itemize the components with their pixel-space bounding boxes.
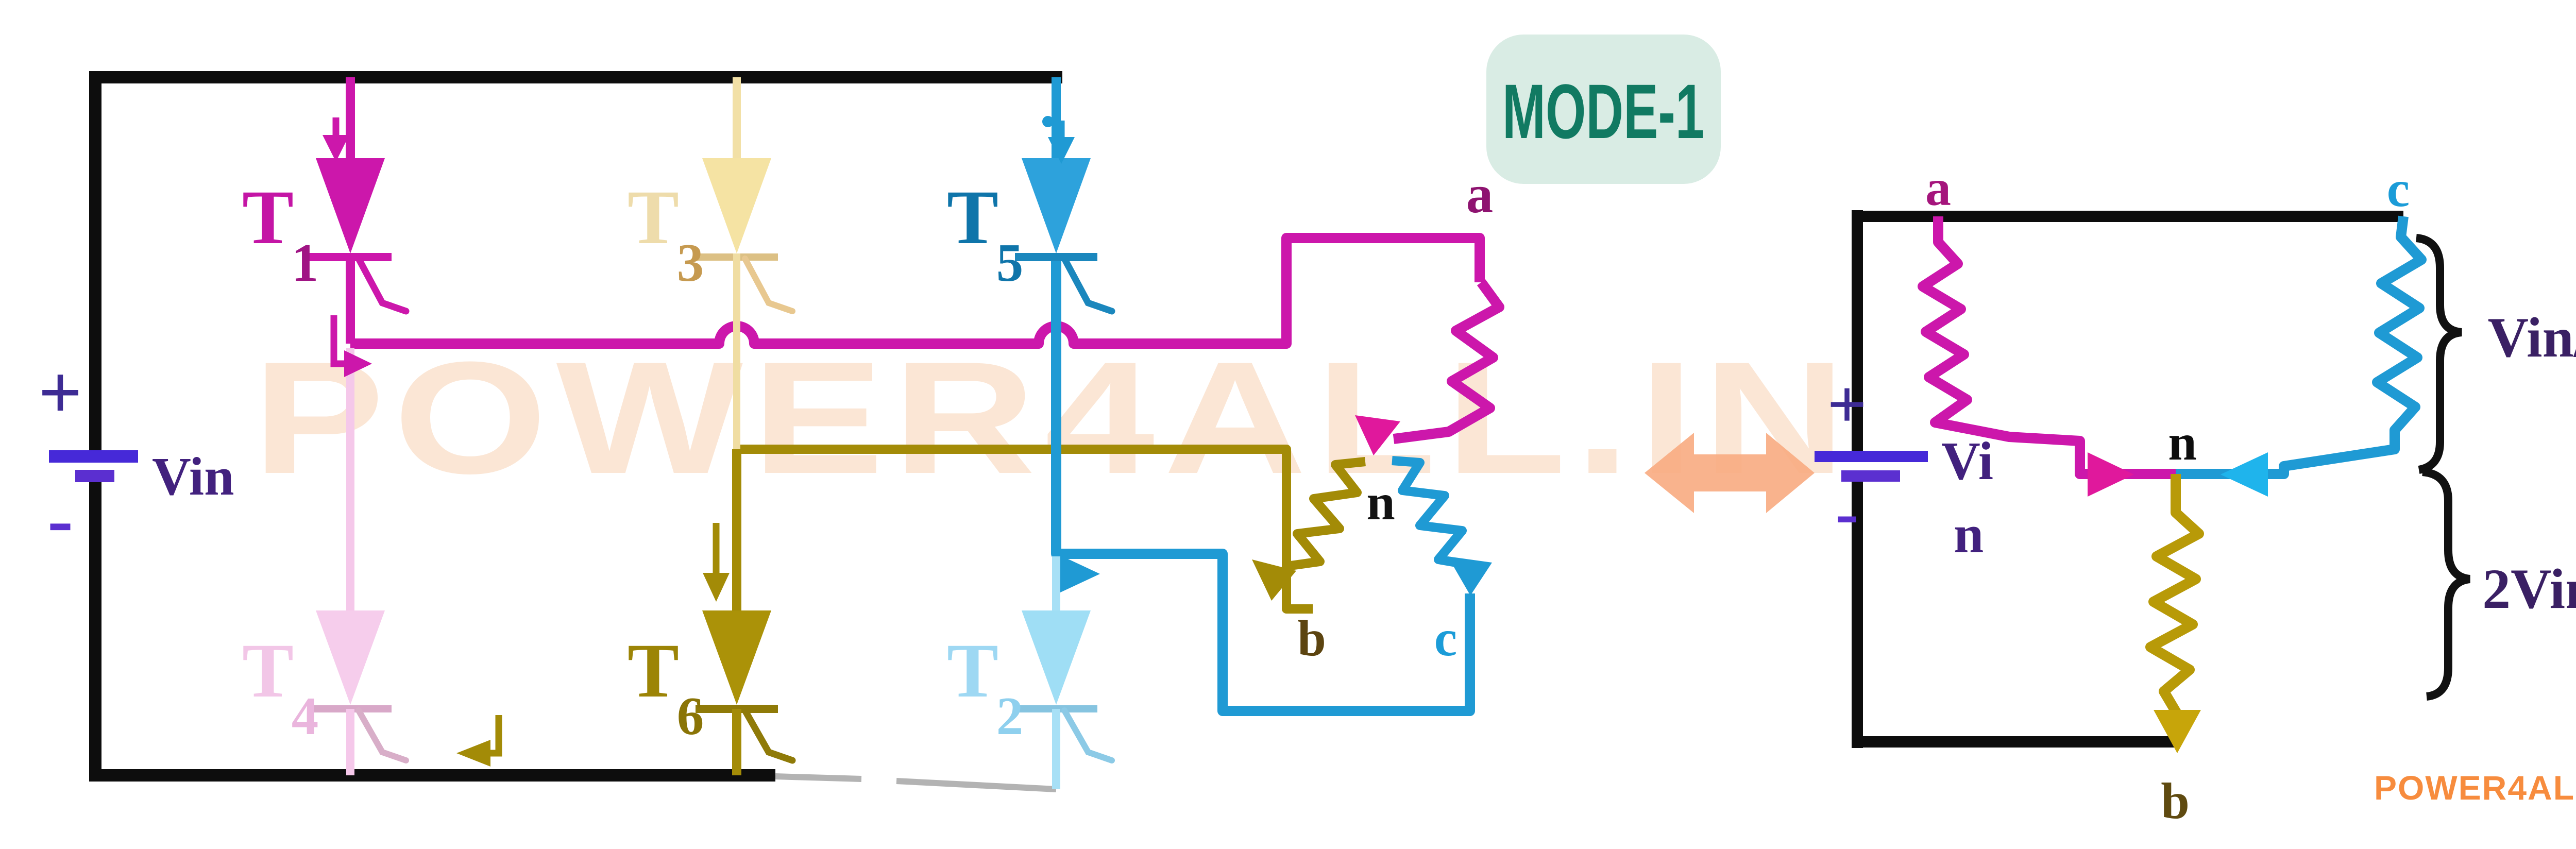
t3-triangle [702, 158, 771, 253]
t6-in-arrow-icon [703, 573, 730, 602]
t6-gate-lead [741, 707, 796, 764]
equiv-node-b-label: b [2161, 772, 2190, 829]
t6-label: T [628, 628, 679, 714]
equiv-node-n-label: n [2168, 414, 2197, 471]
t1-out-arrow-icon [344, 350, 372, 377]
battery-vin: + - Vin [38, 350, 234, 562]
t1-label: T [242, 175, 294, 260]
phase-c-route-wire [1051, 253, 1475, 716]
t2-label-sub: 2 [996, 686, 1024, 746]
2vin3-value-label: 2Vin/3 [2482, 557, 2576, 620]
node-c-label: c [1434, 609, 1457, 667]
bottom-return-arrow-icon [456, 740, 490, 767]
t2-label: T [947, 628, 998, 714]
2vin3-brace [2422, 468, 2471, 701]
battery-plus-label: + [38, 350, 82, 435]
vin3-brace [2415, 234, 2463, 474]
t1-out-arrow-stem [330, 315, 348, 367]
node-a-label: a [1466, 164, 1494, 224]
load-b-current-arrowhead [1252, 559, 1296, 601]
load-c-current-arrowhead [1448, 556, 1492, 596]
load-b-resistor [1290, 457, 1366, 570]
t2-gate-lead [1061, 707, 1115, 763]
t5-label: T [947, 175, 998, 260]
equiv-c-arrow-icon [2221, 452, 2268, 497]
phase-a-bus-wire [350, 233, 1485, 349]
t5-triangle [1022, 158, 1091, 253]
thyristor-t6-symbol [696, 449, 796, 775]
t1-in-arrow-icon [323, 135, 349, 162]
current-arrows [323, 116, 1100, 767]
load-a-resistor [1393, 279, 1504, 444]
t5-in-arrow-icon [1048, 137, 1075, 164]
equiv-a-resistor [1918, 216, 2176, 479]
equiv-c-resistor [2176, 215, 2427, 479]
t3-gate-lead [742, 256, 795, 314]
t5-gate-lead [1061, 255, 1115, 315]
t1-triangle [316, 158, 385, 253]
t4-label: T [242, 628, 294, 714]
equiv-b-arrow-icon [2154, 710, 2201, 753]
equiv-node-a-label: a [1925, 159, 1951, 216]
t5-label-sub: 5 [996, 232, 1024, 293]
equiv-b-resistor [2145, 474, 2204, 717]
t3-label-sub: 3 [677, 232, 704, 293]
thyristor-t4-symbol [309, 348, 409, 775]
node-n-label: n [1366, 473, 1395, 531]
t4-triangle [316, 610, 385, 705]
wye-load: a n b c [1252, 164, 1504, 667]
left-inverter-circuit: + - Vin [38, 71, 1504, 792]
faded-return-wire [775, 773, 1057, 792]
t2-triangle [1022, 610, 1091, 705]
t3-label: T [628, 175, 679, 260]
phase-c-arrow-icon [1060, 555, 1100, 592]
equiv-minus-label: - [1836, 474, 1859, 551]
watermark-text: POWER4ALL.IN [252, 328, 1855, 507]
battery-vin-label: Vin [152, 446, 234, 506]
equivalence-arrow-icon [1645, 433, 1815, 513]
t1-label-sub: 1 [292, 232, 319, 293]
thyristor-t5-symbol [1015, 77, 1115, 315]
t6-triangle [702, 610, 771, 705]
mode-badge-label: MODE-1 [1502, 68, 1704, 155]
equiv-a-arrow-icon [2088, 452, 2134, 497]
t4-label-sub: 4 [292, 686, 319, 746]
t6-label-sub: 6 [677, 686, 704, 746]
thyristor-t1-symbol [309, 77, 410, 344]
thyristor-t2-symbol [1015, 556, 1115, 789]
load-a-current-arrowhead [1355, 415, 1400, 455]
equiv-node-c-label: c [2387, 160, 2410, 217]
load-c-resistor [1392, 456, 1469, 569]
equiv-vin-label-line2: n [1954, 504, 1984, 564]
equivalent-circuit: + - Vi n a c n b Vin/3 2Vin/3 [1815, 159, 2576, 829]
battery-minus-label: - [47, 477, 73, 562]
phase-b-bus-wire [737, 445, 1313, 614]
thyristor-t3-symbol [696, 77, 795, 449]
mode-badge [1486, 35, 1721, 184]
t1-gate-lead [355, 255, 410, 315]
equiv-plus-label: + [1827, 366, 1867, 443]
equiv-battery: + - Vi n [1815, 366, 1993, 564]
node-b-label: b [1297, 609, 1326, 667]
brand-logo-text: POWER4ALL.IN [2374, 769, 2576, 807]
t4-gate-lead [355, 707, 409, 763]
t5-gate-dot-icon [1042, 116, 1054, 127]
vin3-value-label: Vin/3 [2488, 306, 2576, 369]
equiv-vin-label-line1: Vi [1941, 431, 1993, 491]
